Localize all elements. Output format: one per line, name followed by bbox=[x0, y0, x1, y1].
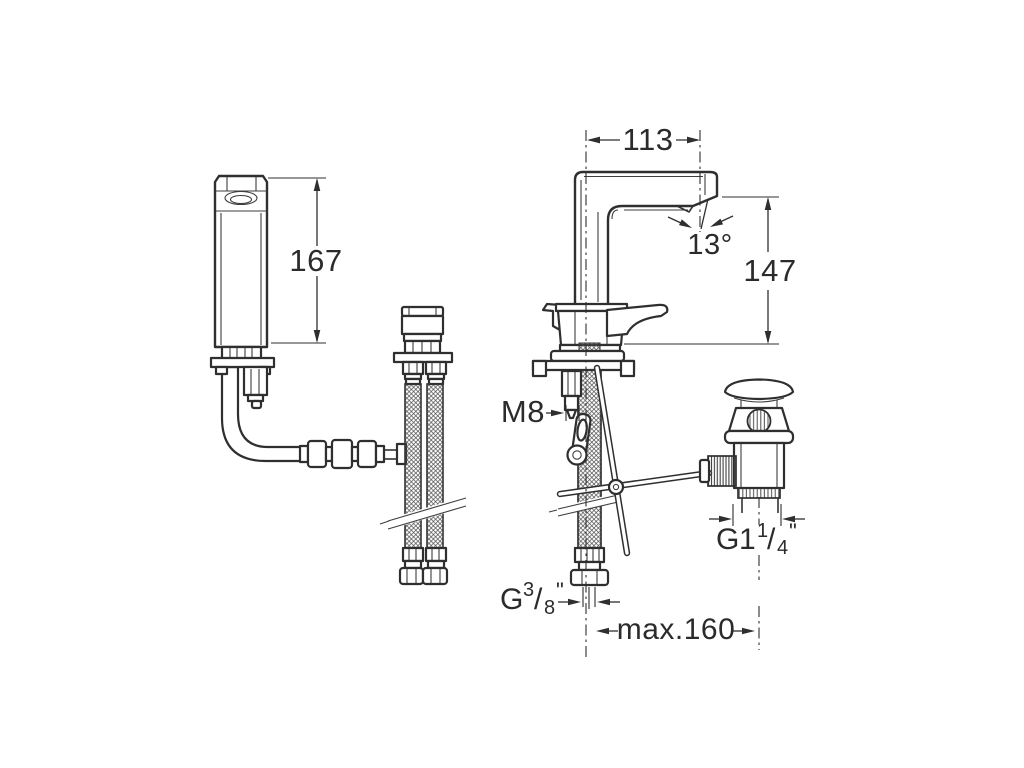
arrow-left-icon bbox=[587, 136, 600, 144]
aerator-recess bbox=[224, 190, 258, 206]
dim-height-to-spout: 147 bbox=[624, 196, 796, 345]
arrow-left-icon bbox=[597, 598, 610, 606]
arrow-right-icon bbox=[687, 136, 700, 144]
arrow-down-icon bbox=[764, 331, 772, 344]
hose-break-mark bbox=[379, 496, 467, 530]
arrow-icon bbox=[679, 219, 692, 228]
arrow-down-icon bbox=[313, 330, 321, 343]
m8-fixing-rod bbox=[560, 369, 583, 420]
pipe-coupling bbox=[298, 438, 408, 470]
dim-max160-label: max.160 bbox=[617, 613, 736, 646]
drain-ring-flange bbox=[723, 429, 795, 445]
g114-inch: " bbox=[789, 519, 797, 544]
centerlines bbox=[585, 130, 760, 658]
hose-break-mark-side bbox=[548, 493, 619, 517]
g38-den: 8 bbox=[544, 597, 556, 619]
supply-hose-right bbox=[421, 360, 449, 586]
dim-147-label: 147 bbox=[743, 253, 796, 288]
deck-flange bbox=[209, 356, 276, 369]
dim-113-label: 113 bbox=[623, 122, 674, 157]
shank-fitting bbox=[242, 365, 269, 397]
g38-inch: " bbox=[556, 578, 564, 603]
deck-flange bbox=[392, 351, 454, 364]
side-spout bbox=[573, 170, 719, 307]
dim-max-depth: max.160 bbox=[596, 613, 755, 646]
drain-thread bbox=[737, 487, 781, 499]
arrow-right-icon bbox=[719, 515, 732, 523]
dim-spout-projection: 113 bbox=[587, 122, 700, 157]
g38-g: G bbox=[500, 583, 524, 616]
popup-rod-vertical bbox=[593, 364, 631, 557]
front-spout-body bbox=[213, 174, 269, 349]
side-body-base bbox=[531, 302, 669, 378]
spout-outlet bbox=[676, 205, 694, 214]
pop-up-drain-assembly bbox=[698, 378, 795, 513]
side-handle bbox=[605, 303, 669, 338]
hose-end-nut bbox=[569, 546, 610, 609]
g38-slash: / bbox=[534, 583, 543, 616]
drain-rod-port bbox=[707, 455, 737, 487]
g38-num: 3 bbox=[523, 579, 535, 601]
arrow-up-icon bbox=[313, 178, 321, 191]
g114-whole: 1 bbox=[739, 523, 756, 556]
dim-m8-label: M8 bbox=[501, 394, 545, 429]
arrow-right-icon bbox=[568, 598, 581, 606]
front-mounting-base bbox=[209, 345, 276, 410]
dim-total-height: 167 bbox=[268, 177, 342, 344]
g114-den: 4 bbox=[777, 537, 789, 559]
g114-slash: / bbox=[767, 523, 776, 556]
drain-plug-cap bbox=[723, 378, 795, 401]
dim-13deg-label: 13° bbox=[687, 229, 732, 261]
dim-spout-angle: 13° bbox=[667, 198, 734, 261]
g114-num: 1 bbox=[757, 520, 769, 542]
popup-rod-horizontal bbox=[556, 469, 713, 498]
drain-overflow-window bbox=[746, 408, 772, 434]
arrow-left-icon bbox=[782, 515, 795, 523]
arrow-right-icon bbox=[551, 409, 564, 417]
dim-supply-thread: G 3 / 8 " bbox=[500, 578, 620, 619]
supply-hose-left bbox=[398, 360, 425, 586]
faucet-front-view bbox=[209, 174, 467, 586]
g114-g: G bbox=[716, 523, 740, 556]
deck-plate bbox=[531, 359, 636, 372]
dim-fixing-thread: M8 bbox=[501, 394, 580, 429]
arrow-left-icon bbox=[596, 627, 609, 635]
bracket-nut bbox=[566, 444, 588, 466]
arrow-up-icon bbox=[764, 197, 772, 210]
arrow-right-icon bbox=[742, 627, 755, 635]
front-valve-body bbox=[392, 305, 454, 364]
dim-167-label: 167 bbox=[289, 243, 342, 278]
dim-drain-thread: G 1 1 / 4 " bbox=[709, 504, 805, 559]
rod-joint bbox=[607, 478, 625, 496]
escutcheon bbox=[549, 349, 626, 363]
arrow-icon bbox=[710, 218, 724, 227]
